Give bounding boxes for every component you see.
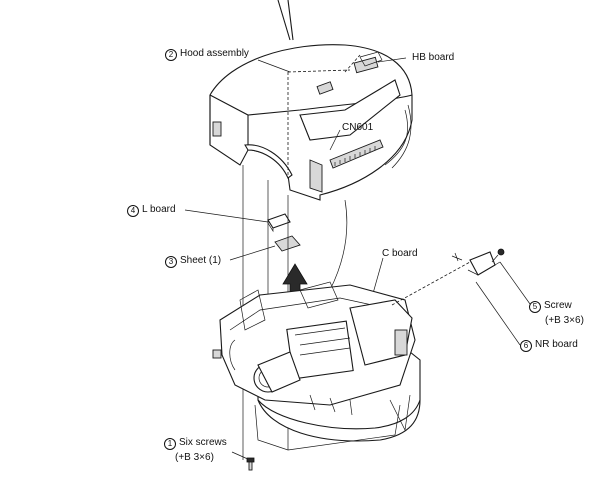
sheet-1 xyxy=(274,235,301,252)
bottom-screw-icon xyxy=(246,457,255,471)
label-text: C board xyxy=(382,248,418,259)
top-cable-lines xyxy=(277,0,294,41)
number-badge: 2 xyxy=(165,49,177,61)
cn601-connector xyxy=(329,139,384,169)
label-text: Six screws xyxy=(179,437,227,448)
number-badge: 1 xyxy=(164,438,176,450)
callout-leaders xyxy=(184,57,531,461)
base-chassis xyxy=(212,281,421,451)
label-screw-size: (+B 3×6) xyxy=(545,315,584,326)
label-text: L board xyxy=(142,204,176,215)
c-board-leader-dash xyxy=(391,261,471,306)
label-text: Sheet (1) xyxy=(180,255,222,266)
label-c-board: C board xyxy=(382,248,418,260)
number-badge: 4 xyxy=(127,205,139,217)
label-text: CN601 xyxy=(342,122,374,133)
label-text: Screw xyxy=(544,300,572,311)
hood-assembly xyxy=(209,44,413,201)
label-text: NR board xyxy=(535,339,578,350)
label-hb-board: HB board xyxy=(412,52,454,64)
number-badge: 3 xyxy=(165,256,177,268)
label-text: Hood assembly xyxy=(180,48,249,59)
label-text: HB board xyxy=(412,52,455,63)
number-badge: 5 xyxy=(529,301,541,313)
label-cn601: CN601 xyxy=(342,122,373,134)
screw-icon xyxy=(491,248,505,263)
label-six-screws-size: (+B 3×6) xyxy=(175,452,214,463)
l-board xyxy=(267,213,291,233)
nr-board xyxy=(451,251,501,276)
number-badge: 6 xyxy=(520,340,532,352)
